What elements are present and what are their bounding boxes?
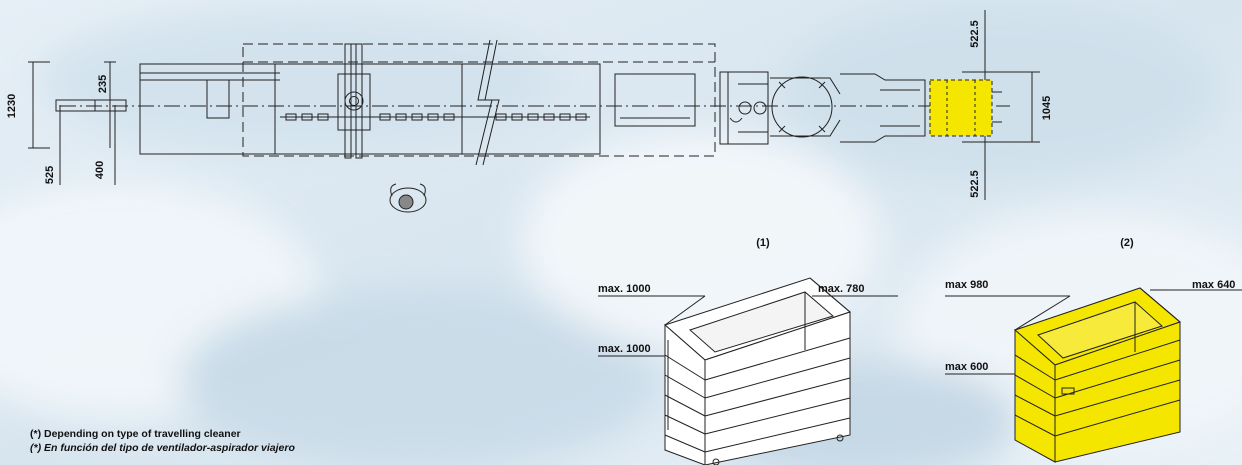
conveyor-chain (280, 113, 590, 121)
dim-235: 235 (97, 75, 109, 93)
dim-525: 525 (44, 166, 56, 184)
cart-2-height: max 600 (945, 361, 988, 373)
cart-1 (598, 277, 898, 465)
cart-2-depth: max 640 (1192, 279, 1235, 291)
dim-1230: 1230 (6, 94, 18, 118)
dim-400: 400 (94, 161, 106, 179)
carriage-unit (337, 43, 371, 159)
dim-1230-line (28, 61, 50, 149)
cart-1-depth: max. 780 (818, 283, 864, 295)
dim-522-top: 522.5 (969, 20, 981, 48)
transfer-frame (719, 71, 769, 145)
cart-2-label: (2) (1120, 237, 1134, 249)
footnote-spanish: (*) En función del tipo de ventilador-as… (30, 442, 295, 454)
break-symbol (475, 39, 493, 166)
operator-symbol (389, 183, 427, 213)
dim-1045: 1045 (1041, 96, 1053, 120)
dim-235-line (104, 61, 116, 148)
travelling-cleaner-outline (242, 43, 716, 157)
dim-522-bottom: 522.5 (969, 170, 981, 198)
delivery-funnel (840, 73, 926, 143)
cart-1-label: (1) (756, 237, 770, 249)
cart-2 (945, 287, 1242, 463)
rotating-disc (770, 76, 841, 138)
inlet-chute (206, 79, 230, 119)
cart-1-height: max. 1000 (598, 343, 651, 355)
cart-2-width: max 980 (945, 279, 988, 291)
can-position-highlight (929, 79, 1002, 137)
feeder-box (614, 73, 696, 127)
footnote-english: (*) Depending on type of travelling clea… (30, 428, 241, 440)
cart-1-width: max. 1000 (598, 283, 651, 295)
